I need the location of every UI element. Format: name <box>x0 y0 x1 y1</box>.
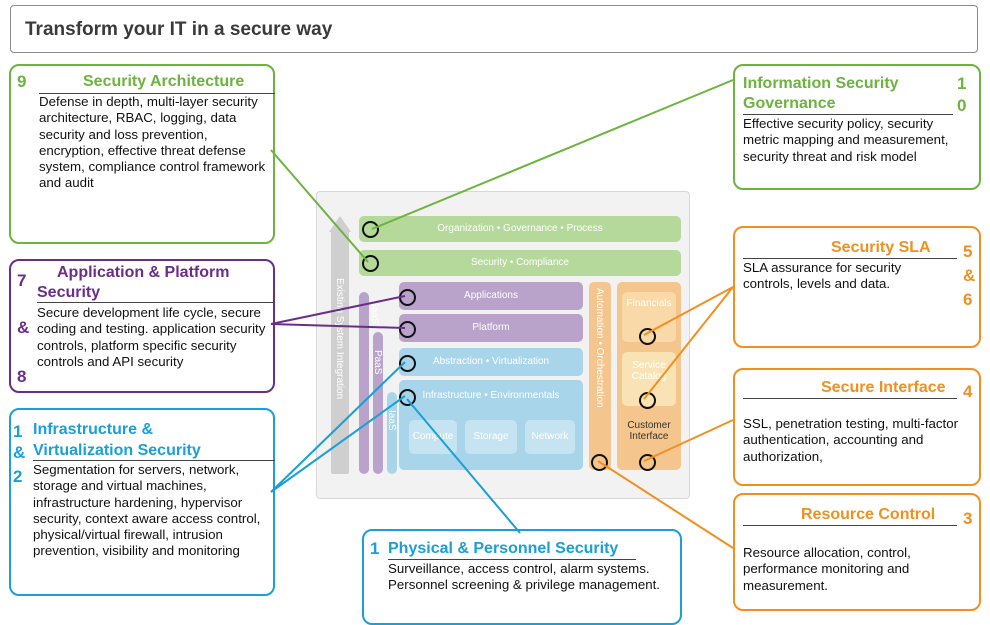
panel-number-b: 6 <box>963 290 973 309</box>
panel-physical-personnel-security: 1 Physical & Personnel Security Surveill… <box>362 529 682 625</box>
abstraction-layer: Abstraction • Virtualization <box>399 348 583 376</box>
panel-number: 1 <box>370 539 380 558</box>
panel-security-architecture: 9 Security Architecture Defense in depth… <box>9 64 275 244</box>
panel-number-b: 0 <box>957 96 967 115</box>
panel-body: SLA assurance for security controls, lev… <box>743 260 902 292</box>
governance-layer: Organization • Governance • Process <box>359 216 681 242</box>
title-underline <box>743 525 957 526</box>
panel-title-line2: Security <box>37 284 101 301</box>
panel-number-amp: & <box>17 318 30 337</box>
panel-body: Defense in depth, multi-layer security a… <box>39 94 266 191</box>
marker-9 <box>362 255 379 272</box>
storage-block: Storage <box>465 420 517 454</box>
panel-security-sla: Security SLA 5 & 6 SLA assurance for sec… <box>733 226 981 348</box>
cloud-stack-diagram: Existing System Integration SaaS PaaS Ia… <box>316 191 690 499</box>
panel-number-amp: & <box>963 266 976 285</box>
title-underline <box>33 460 275 461</box>
title-underline <box>743 258 957 259</box>
saas-bar <box>359 292 369 474</box>
marker-8 <box>399 289 416 306</box>
panel-title: Secure Interface <box>821 379 946 396</box>
panel-number-a: 1 <box>13 422 23 441</box>
compliance-layer: Security • Compliance <box>359 250 681 276</box>
panel-number-a: 7 <box>17 271 27 290</box>
title-underline <box>743 398 957 399</box>
existing-system-integration-label: Existing System Integration <box>334 278 345 400</box>
title-underline <box>388 559 636 560</box>
title-underline <box>37 302 275 303</box>
up-arrow-icon <box>329 216 351 232</box>
panel-info-security-governance: Information Security Governance 1 0 Effe… <box>733 64 981 190</box>
panel-number-b: 2 <box>13 467 23 486</box>
title-underline <box>39 93 275 94</box>
panel-number-a: 1 <box>957 74 967 93</box>
infrastructure-label: Infrastructure • Environmentals <box>422 390 560 401</box>
iaas-label: IaaS <box>386 410 397 431</box>
panel-number: 4 <box>963 382 973 401</box>
marker-1 <box>399 389 416 406</box>
panel-title: Physical & Personnel Security <box>388 540 619 557</box>
automation-bar <box>589 282 611 470</box>
marker-10 <box>362 221 379 238</box>
automation-label: Automation • Orchestration <box>594 288 605 408</box>
marker-4 <box>639 454 656 471</box>
page-title: Transform your IT in a secure way <box>25 19 333 40</box>
panel-body: Effective security policy, security metr… <box>743 116 949 164</box>
panel-title: Resource Control <box>801 506 936 523</box>
saas-label: SaaS <box>369 300 380 325</box>
customer-interface-block: Customer Interface <box>627 420 671 442</box>
panel-body: Surveillance, access control, alarm syst… <box>388 561 661 593</box>
marker-7 <box>399 321 416 338</box>
applications-layer: Applications <box>399 282 583 310</box>
title-bar: Transform your IT in a secure way <box>10 5 978 53</box>
infrastructure-layer: Infrastructure • Environmentals Compute … <box>399 380 583 470</box>
panel-number-a: 5 <box>963 242 973 261</box>
panel-body: Resource allocation, control, performanc… <box>743 545 911 593</box>
marker-2 <box>399 355 416 372</box>
panel-body: Secure development life cycle, secure co… <box>37 305 266 369</box>
panel-infra-virtualization-security: 1 & 2 Infrastructure & Virtualization Se… <box>9 408 275 596</box>
title-underline <box>743 114 953 115</box>
panel-number-amp: & <box>13 443 26 462</box>
compute-block: Compute <box>409 420 457 454</box>
panel-number: 9 <box>17 72 27 91</box>
panel-title-line2: Virtualization Security <box>33 442 201 459</box>
panel-title: Security SLA <box>831 239 931 256</box>
marker-5 <box>639 392 656 409</box>
panel-resource-control: Resource Control 3 Resource allocation, … <box>733 493 981 611</box>
panel-number-b: 8 <box>17 367 27 386</box>
panel-title: Security Architecture <box>83 73 245 90</box>
panel-number: 3 <box>963 509 973 528</box>
platform-layer: Platform <box>399 314 583 342</box>
panel-title-line2: Governance <box>743 95 836 112</box>
marker-3 <box>591 454 608 471</box>
panel-title-line1: Infrastructure & <box>33 421 154 438</box>
network-block: Network <box>525 420 575 454</box>
marker-6 <box>639 328 656 345</box>
panel-title-line1: Application & Platform <box>57 264 230 281</box>
panel-secure-interface: Secure Interface 4 SSL, penetration test… <box>733 368 981 486</box>
paas-label: PaaS <box>372 350 383 375</box>
service-column: Financials Service Catalog Customer Inte… <box>617 282 681 470</box>
panel-title-line1: Information Security <box>743 75 899 92</box>
panel-body: Segmentation for servers, network, stora… <box>33 462 261 559</box>
iaas-bar <box>387 392 397 474</box>
panel-app-platform-security: 7 & 8 Application & Platform Security Se… <box>9 259 275 393</box>
panel-body: SSL, penetration testing, multi-factor a… <box>743 416 959 464</box>
